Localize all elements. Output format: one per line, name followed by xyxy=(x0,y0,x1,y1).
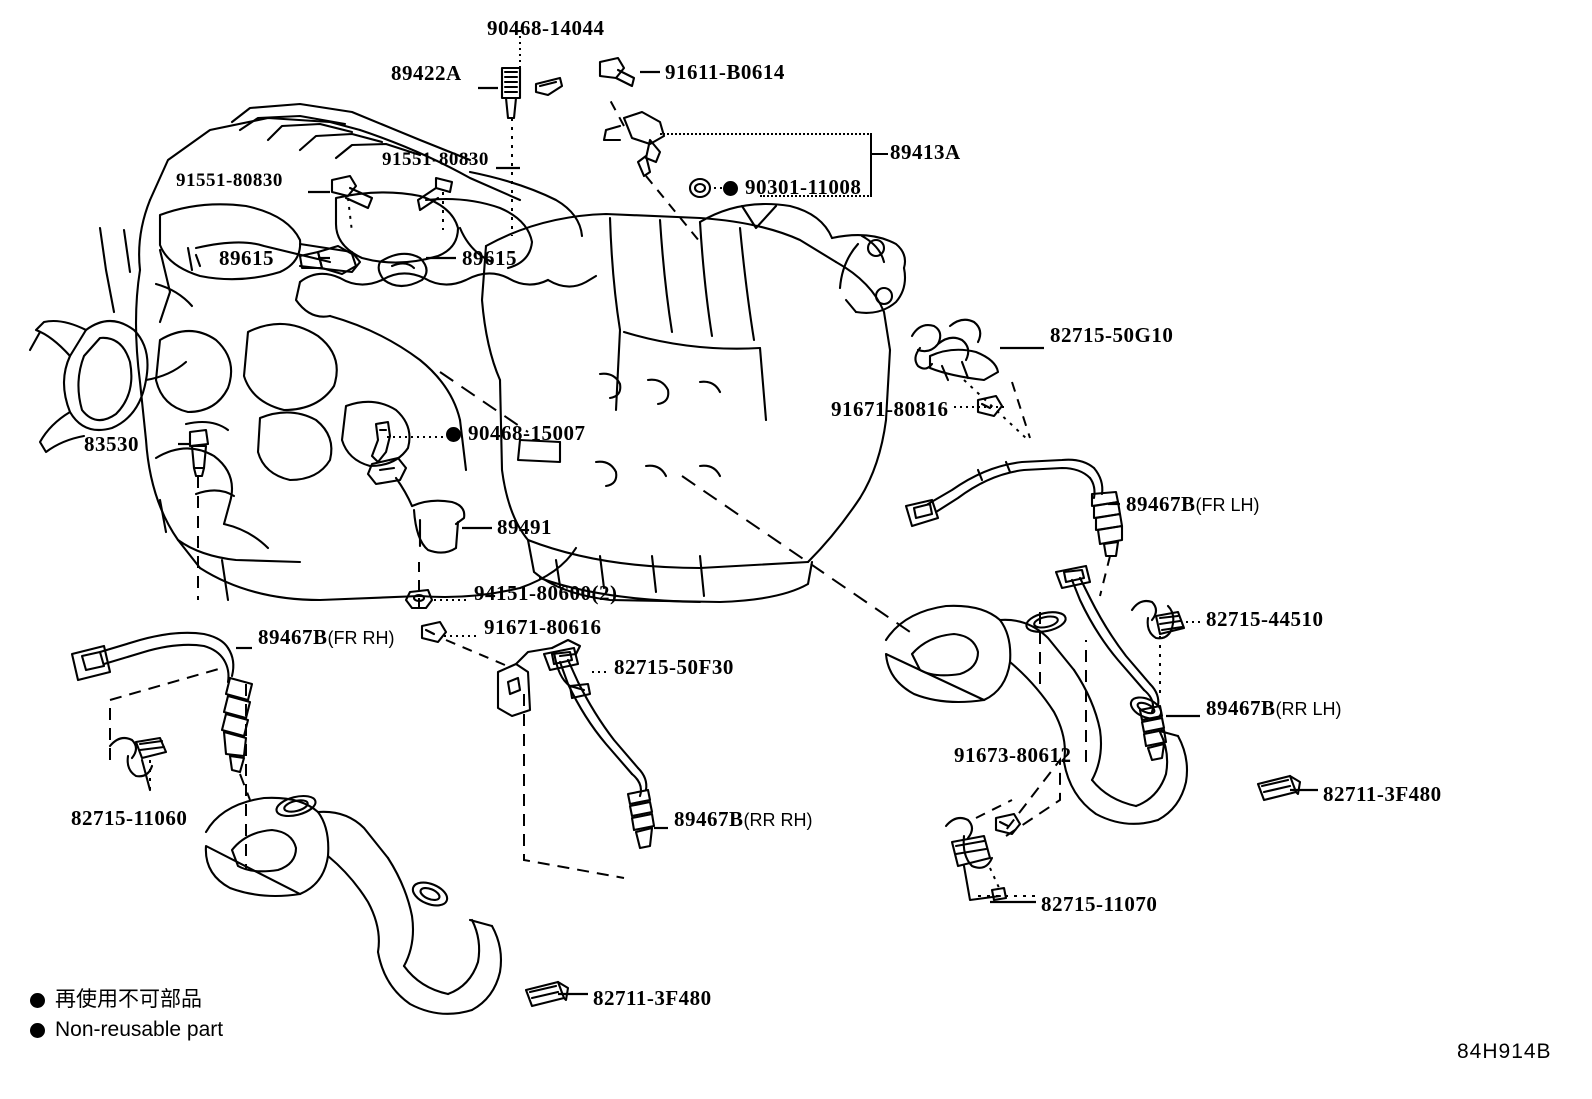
legend-text-en: Non-reusable part xyxy=(55,1018,224,1041)
assembly-bracket-stem xyxy=(870,153,888,155)
part-number: 89615 xyxy=(219,246,274,270)
part-number: 82715-50G10 xyxy=(1050,323,1174,347)
part-label-89615-left[interactable]: 89615 xyxy=(219,248,274,269)
part-number: 89467B xyxy=(1206,696,1276,720)
part-label-82715-50G10[interactable]: 82715-50G10 xyxy=(1050,325,1173,346)
part-label-82715-11060[interactable]: 82715-11060 xyxy=(71,808,187,829)
part-qualifier: (RR RH) xyxy=(743,810,813,830)
part-label-89615-right[interactable]: 89615 xyxy=(462,248,517,269)
figure-code: 84H914B xyxy=(1457,1040,1552,1063)
legend-text-jp: 再使用不可部品 xyxy=(55,987,202,1011)
legend-row-en: Non-reusable part xyxy=(30,1018,223,1042)
part-label-89467B-rr-lh[interactable]: 89467B(RR LH) xyxy=(1206,698,1342,719)
part-number: 91671-80616 xyxy=(484,615,602,639)
part-number: 82715-11060 xyxy=(71,806,188,830)
part-number: 91671-80816 xyxy=(831,397,949,421)
assembly-bracket-89413A xyxy=(760,133,872,195)
legend-row-jp: 再使用不可部品 xyxy=(30,983,202,1013)
part-number: 89467B xyxy=(1126,492,1196,516)
part-label-89467B-fr-rh[interactable]: 89467B(FR RH) xyxy=(258,627,395,648)
part-number: 91611-B0614 xyxy=(665,60,785,84)
part-label-91673-80612[interactable]: 91673-80612 xyxy=(954,745,1072,766)
part-number: 89467B xyxy=(674,807,744,831)
part-label-89422A[interactable]: 89422A xyxy=(391,63,462,84)
part-label-89467B-fr-lh[interactable]: 89467B(FR LH) xyxy=(1126,494,1260,515)
part-label-91551-80830-left[interactable]: 91551-80830 xyxy=(176,171,283,190)
part-label-82715-50F30[interactable]: 82715-50F30 xyxy=(614,657,734,678)
part-label-90468-15007[interactable]: 90468-15007 xyxy=(446,421,586,445)
part-number: 89615 xyxy=(462,246,517,270)
part-label-91551-80830-upper[interactable]: 91551-80830 xyxy=(382,150,489,169)
part-number: 83530 xyxy=(84,432,139,456)
part-qualifier: (FR RH) xyxy=(327,628,395,648)
non-reusable-marker-icon xyxy=(723,181,738,196)
part-label-94151-80600[interactable]: 94151-80600(2) xyxy=(474,583,617,604)
part-label-82711-3F480-bottom[interactable]: 82711-3F480 xyxy=(593,988,712,1009)
non-reusable-marker-icon xyxy=(30,993,45,1008)
part-qualifier: (FR LH) xyxy=(1195,495,1260,515)
part-number: 82715-11070 xyxy=(1041,892,1158,916)
part-number: 90301-11008 xyxy=(745,175,862,199)
part-label-91611-B0614[interactable]: 91611-B0614 xyxy=(665,62,785,83)
part-label-82715-11070[interactable]: 82715-11070 xyxy=(1041,894,1157,915)
part-label-82715-44510[interactable]: 82715-44510 xyxy=(1206,609,1324,630)
part-number: 90468-15007 xyxy=(468,421,586,445)
non-reusable-marker-icon xyxy=(446,427,461,442)
part-label-90468-14044[interactable]: 90468-14044 xyxy=(487,18,605,39)
part-number: 89467B xyxy=(258,625,328,649)
part-number: 89413A xyxy=(890,140,961,164)
part-number: 82715-44510 xyxy=(1206,607,1324,631)
part-label-90301-11008[interactable]: 90301-11008 xyxy=(723,175,862,199)
part-number: 82711-3F480 xyxy=(593,986,712,1010)
part-qualifier: (RR LH) xyxy=(1275,699,1342,719)
part-number: 89491 xyxy=(497,515,552,539)
part-number: 89422A xyxy=(391,61,462,85)
part-number: 91673-80612 xyxy=(954,743,1072,767)
part-label-82711-3F480-right[interactable]: 82711-3F480 xyxy=(1323,784,1442,805)
part-number: 90468-14044 xyxy=(487,16,605,40)
assembly-bracket-spine xyxy=(870,133,872,195)
part-label-83530[interactable]: 83530 xyxy=(84,434,139,455)
part-number: 82711-3F480 xyxy=(1323,782,1442,806)
part-label-91671-80816[interactable]: 91671-80816 xyxy=(831,399,949,420)
part-label-89491[interactable]: 89491 xyxy=(497,517,552,538)
assembly-bracket-top-rule xyxy=(660,133,872,135)
part-label-89413A[interactable]: 89413A xyxy=(890,142,961,163)
part-number: 82715-50F30 xyxy=(614,655,734,679)
part-label-89467B-rr-rh[interactable]: 89467B(RR RH) xyxy=(674,809,813,830)
part-label-91671-80616[interactable]: 91671-80616 xyxy=(484,617,602,638)
part-number: 91551-80830 xyxy=(176,170,283,191)
part-number: 94151-80600(2) xyxy=(474,581,618,605)
assembly-bracket-bottom-rule xyxy=(760,195,872,197)
part-number: 91551-80830 xyxy=(382,149,489,170)
non-reusable-marker-icon xyxy=(30,1023,45,1038)
